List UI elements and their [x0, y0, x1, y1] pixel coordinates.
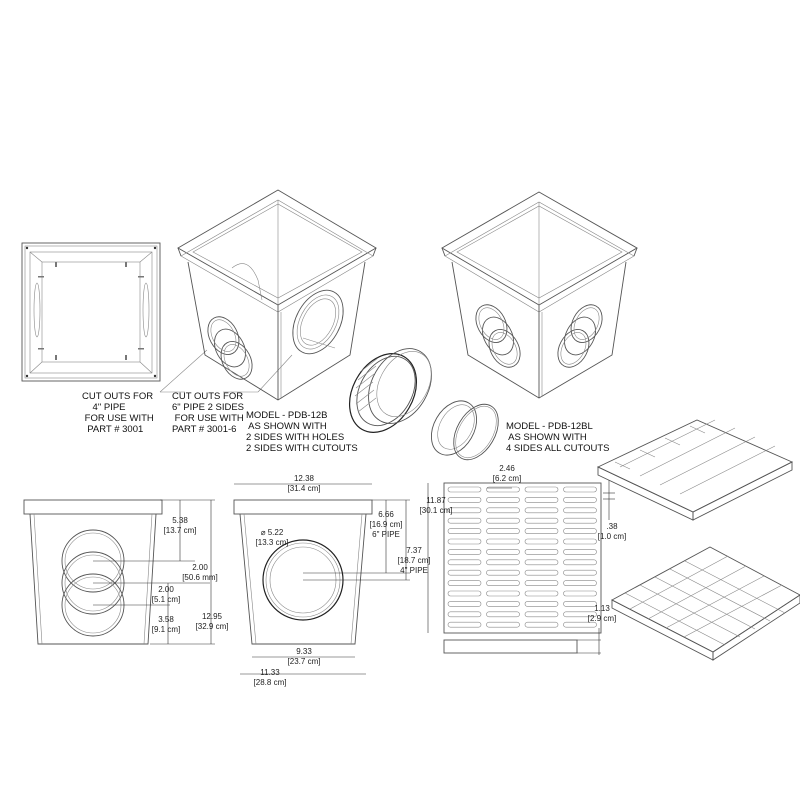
dim-bottom-outer-width: 11.33 [28.8 cm]: [253, 668, 287, 687]
dim-cutout-spacing-b: 2.00 [5.1 cm]: [151, 585, 181, 604]
side-elevation-left: [23, 499, 215, 645]
note-model-pdb-12bl: MODEL - PDB-12BL AS SHOWN WITH 4 SIDES A…: [506, 421, 610, 454]
pipe-adapter-6in-drawing: [348, 348, 432, 433]
plan-view: [21, 242, 161, 382]
catch-basin-pdb-12bl-drawing: [441, 191, 638, 399]
dim-overall-height: 12.95 [32.9 cm]: [195, 612, 229, 631]
note-cutouts-4in-pipe: CUT OUTS FOR 4" PIPE FOR USE WITH PART #…: [82, 391, 154, 435]
dim-cutout-spacing-a: 2.00 [50.6 mm]: [182, 563, 218, 582]
dim-top-width: 12.38 [31.4 cm]: [287, 474, 321, 493]
grate-plan-drawing: [427, 480, 615, 655]
note-model-pdb-12b: MODEL - PDB-12B AS SHOWN WITH 2 SIDES WI…: [246, 410, 358, 454]
dim-4in-pipe: 7.37 [18.7 cm] 4" PIPE: [397, 546, 431, 575]
dim-slot-length: 2.46 [6.2 cm]: [492, 464, 522, 483]
dim-bottom-to-cutout: 3.58 [9.1 cm]: [151, 615, 181, 634]
dim-top-to-cutout: 5.38 [13.7 cm]: [163, 516, 197, 535]
dim-slot-width: .38 [1.0 cm]: [597, 522, 627, 541]
slotted-grate-drawing: [596, 419, 794, 521]
dim-6in-pipe: 6.66 [16.9 cm] 6" PIPE: [369, 510, 403, 539]
side-elevation-right: [233, 483, 410, 675]
note-cutouts-6in-pipe: CUT OUTS FOR 6" PIPE 2 SIDES FOR USE WIT…: [172, 391, 245, 435]
dim-bottom-inner-width: 9.33 [23.7 cm]: [287, 647, 321, 666]
dim-grate-height: 1.13 [2.9 cm]: [587, 604, 617, 623]
catch-basin-pdb-12b-drawing: [177, 189, 377, 401]
grid-grate-drawing: [611, 546, 800, 661]
dim-grate-size: 11.87 [30.1 cm]: [419, 496, 453, 515]
dim-hole-diameter: ⌀ 5.22 [13.3 cm]: [255, 528, 289, 547]
pipe-adapter-4in-drawing: [430, 400, 499, 461]
